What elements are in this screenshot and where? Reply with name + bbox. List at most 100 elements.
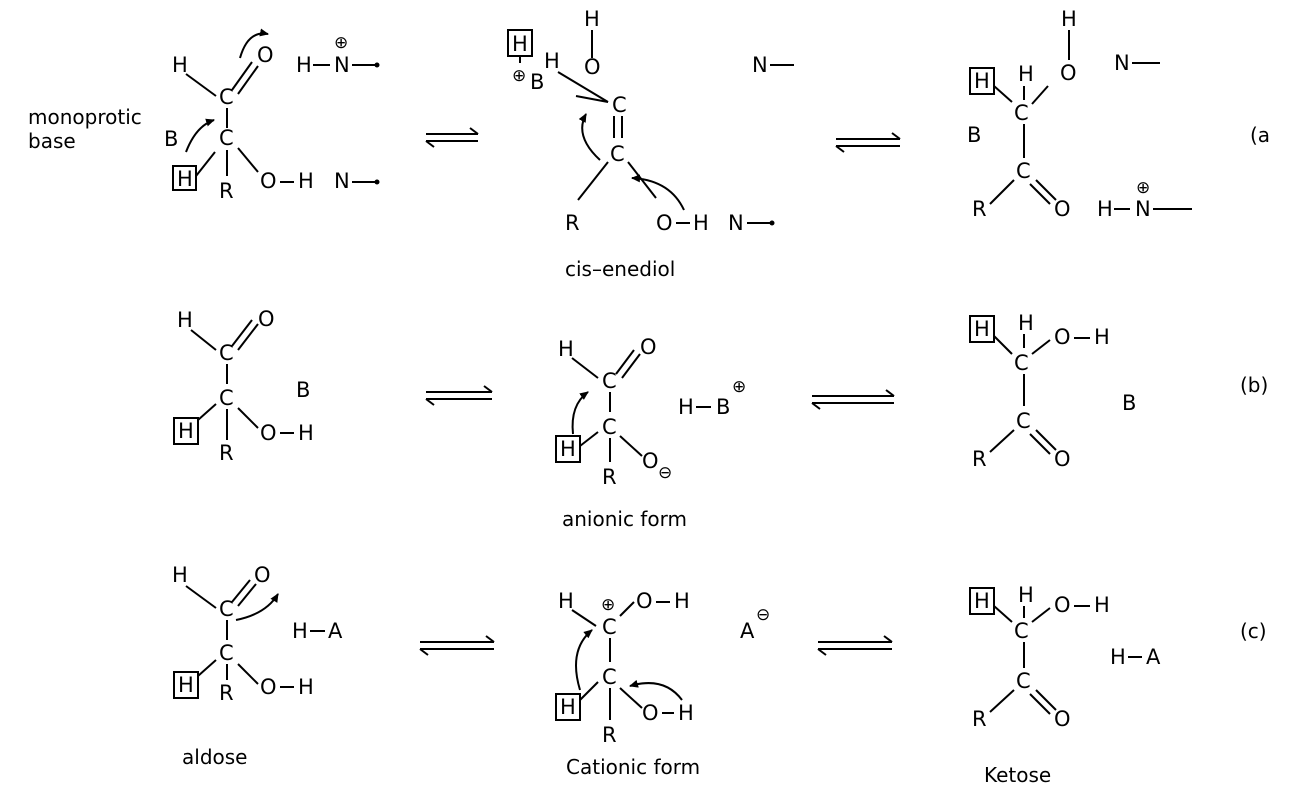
svg-text:O: O — [1054, 707, 1071, 731]
svg-text:A: A — [740, 619, 755, 643]
svg-text:H: H — [560, 437, 576, 461]
svg-text:R: R — [219, 681, 234, 705]
base-b: B — [530, 70, 544, 94]
svg-text:C: C — [602, 415, 617, 439]
atom-o: O — [656, 211, 673, 235]
atom-h: H — [172, 53, 188, 77]
curved-arrow — [235, 593, 279, 621]
atom-o: O — [1060, 61, 1077, 85]
plus-charge: ⊕ — [732, 377, 746, 397]
svg-text:O: O — [636, 589, 653, 613]
atom-h-boxed: H — [974, 69, 990, 93]
atom-o: O — [260, 169, 277, 193]
svg-text:B: B — [716, 395, 730, 419]
svg-text:O: O — [642, 449, 659, 473]
structure-b2: H C O C H R O ⊖ H B ⊕ anionic form — [555, 335, 746, 531]
bond — [185, 73, 217, 97]
atom-h: H — [544, 49, 560, 73]
svg-text:B: B — [296, 378, 310, 402]
plus-charge: ⊕ — [334, 33, 348, 53]
equilibrium-arrows — [835, 132, 901, 153]
svg-text:C: C — [219, 386, 234, 410]
svg-text:H: H — [172, 563, 188, 587]
label-anionic-form: anionic form — [562, 507, 687, 531]
atom-h: H — [1018, 62, 1034, 86]
svg-text:H: H — [178, 419, 194, 443]
curved-arrow — [239, 28, 269, 59]
label-aldose: aldose — [182, 745, 247, 769]
structure-c3: H H C O H C R O H A (c) Ketose — [969, 583, 1267, 787]
base-b: B — [967, 123, 981, 147]
svg-text:C: C — [1014, 619, 1029, 643]
svg-text:C: C — [219, 341, 234, 365]
atom-o: O — [257, 43, 274, 67]
equilibrium-arrows — [811, 389, 895, 410]
row-a: monoprotic base H C O C R O H H B H — [28, 7, 1270, 281]
plus-charge: ⊕ — [512, 66, 526, 86]
atom-c: C — [219, 85, 234, 109]
curved-arrow — [578, 113, 601, 161]
equilibrium-arrows — [425, 385, 493, 406]
minus-charge: ⊖ — [756, 605, 770, 625]
label-base: base — [28, 129, 76, 153]
curved-arrow — [629, 679, 683, 701]
structure-c1: H C O C H R O H H A aldose — [172, 563, 343, 769]
atom-c: C — [610, 142, 625, 166]
structure-a3: H H C H O B C R O N H N ⊕ (a — [967, 7, 1270, 221]
migrating-h-box — [969, 67, 995, 95]
structure-b1: H C O C H R O H B — [173, 307, 314, 465]
svg-text:R: R — [219, 441, 234, 465]
svg-text:O: O — [260, 421, 277, 445]
svg-text:C: C — [1016, 669, 1031, 693]
atom-h: H — [584, 7, 600, 31]
svg-text:O: O — [1054, 325, 1071, 349]
atom-h: H — [298, 169, 314, 193]
dot — [374, 62, 380, 68]
svg-text:O: O — [640, 335, 657, 359]
svg-text:H: H — [558, 337, 574, 361]
migrating-h-box — [969, 587, 995, 615]
plus-charge: ⊕ — [601, 595, 615, 615]
atom-r: R — [565, 211, 580, 235]
equilibrium-arrows — [425, 127, 479, 148]
minus-charge: ⊖ — [658, 463, 672, 483]
curved-arrow — [571, 391, 589, 435]
migrating-h-box — [173, 671, 199, 699]
svg-text:H: H — [178, 673, 194, 697]
svg-text:O: O — [642, 701, 659, 725]
svg-text:H: H — [1018, 583, 1034, 607]
double-bond — [237, 65, 259, 95]
svg-text:O: O — [260, 675, 277, 699]
bond — [195, 151, 216, 177]
svg-text:C: C — [602, 369, 617, 393]
migrating-h-box — [555, 435, 581, 463]
equilibrium-arrows — [419, 635, 495, 656]
migrating-h-box — [969, 315, 995, 343]
svg-text:H: H — [177, 308, 193, 332]
svg-text:R: R — [972, 707, 987, 731]
svg-text:H: H — [298, 675, 314, 699]
atom-n: N — [1114, 51, 1130, 75]
atom-c: C — [612, 93, 627, 117]
row-tag-b: (b) — [1240, 373, 1268, 397]
row-b: H C O C H R O H B H — [173, 307, 1268, 531]
base-b: B — [164, 127, 178, 151]
double-bond — [231, 61, 253, 91]
atom-r: R — [219, 179, 234, 203]
svg-text:H: H — [298, 421, 314, 445]
svg-text:O: O — [1054, 593, 1071, 617]
svg-text:O: O — [1054, 447, 1071, 471]
svg-text:H: H — [1094, 325, 1110, 349]
svg-text:R: R — [972, 447, 987, 471]
svg-text:C: C — [1014, 351, 1029, 375]
svg-text:H: H — [678, 395, 694, 419]
atom-c: C — [1014, 101, 1029, 125]
svg-text:H: H — [292, 619, 308, 643]
row-c: H C O C H R O H H A aldose — [172, 563, 1267, 787]
atom-h: H — [693, 211, 709, 235]
svg-text:O: O — [258, 307, 275, 331]
atom-o: O — [584, 55, 601, 79]
svg-text:H: H — [674, 589, 690, 613]
